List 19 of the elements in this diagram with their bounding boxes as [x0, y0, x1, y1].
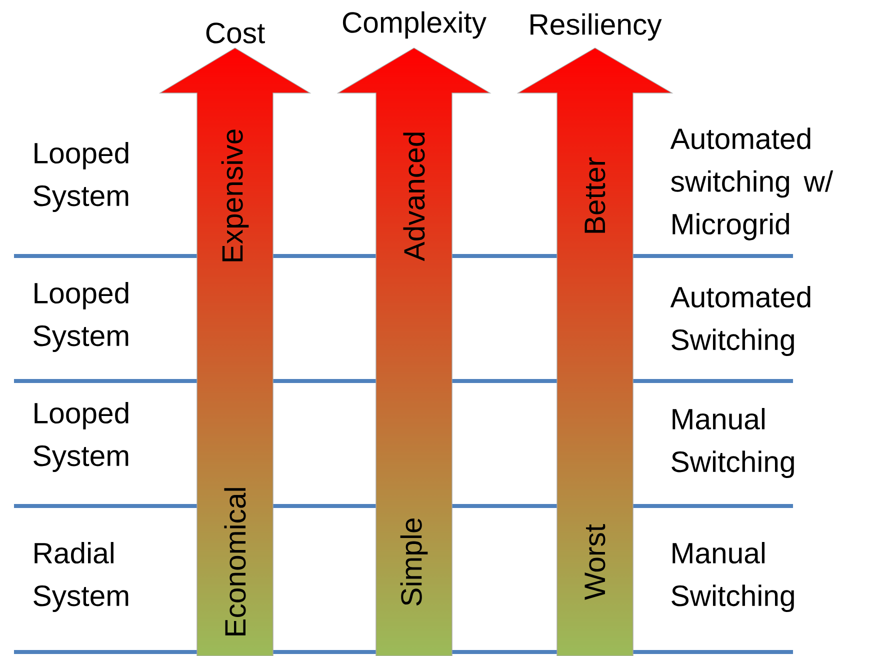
- arrow-label: Simple: [400, 518, 428, 606]
- arrow-label: Worst: [584, 524, 606, 600]
- scale-arrow: [336, 11, 492, 656]
- row-label: Manual Switching: [672, 408, 794, 478]
- title: Cost: [206, 22, 265, 44]
- arrow-label: Economical: [224, 488, 246, 636]
- arrow-label: Advanced: [403, 132, 425, 262]
- scale-arrow: [158, 22, 312, 656]
- arrow-label: Expensive: [221, 130, 249, 262]
- arrow-label: Better: [584, 157, 606, 233]
- row-label: Automated switching w/ Microgrid: [670, 128, 834, 240]
- title: Complexity: [342, 11, 486, 39]
- row-label: Manual Switching: [672, 542, 794, 612]
- row-label: Radial System: [34, 542, 128, 612]
- title: Resiliency: [530, 13, 662, 41]
- row-label: Looped System: [34, 142, 128, 212]
- row-label: Automated Switching: [670, 286, 810, 356]
- row-label: Looped System: [34, 402, 128, 472]
- row-label: Looped System: [34, 282, 128, 352]
